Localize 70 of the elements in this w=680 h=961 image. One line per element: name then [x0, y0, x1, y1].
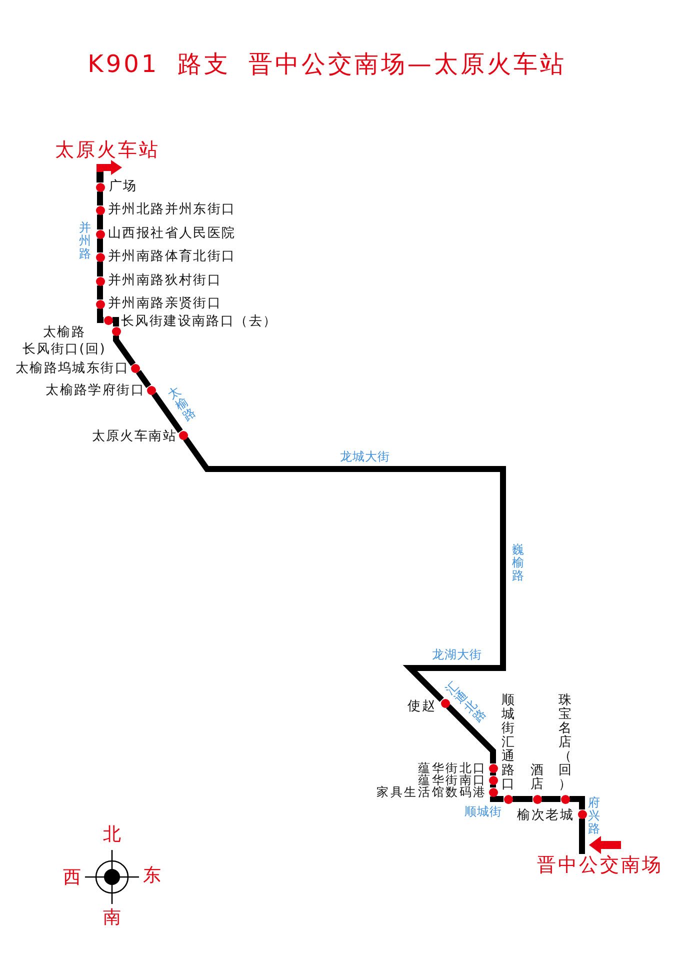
stop-name: 并州北路并州东街口	[108, 202, 236, 218]
compass-letter: 南	[103, 908, 121, 928]
title: K901 路支 晋中公交南场—太原火车站	[88, 50, 566, 78]
stop-dot	[488, 788, 498, 796]
stop-dot	[131, 364, 140, 372]
route-line	[112, 317, 119, 326]
stop-dot	[488, 764, 498, 772]
stop-name: 太榆路长风街口(回)	[22, 324, 106, 358]
stop-name: 长风街建设南路口（去）	[121, 314, 278, 330]
stop-name: 蕴华街南口	[418, 774, 487, 786]
stop-dot	[96, 252, 104, 262]
route-line	[97, 308, 104, 323]
stop-dot	[104, 316, 112, 324]
route-line	[97, 262, 103, 276]
stop-dot	[146, 386, 156, 394]
stop-name: 榆次老城	[517, 808, 574, 824]
route-line	[446, 704, 496, 764]
route-line	[97, 192, 103, 206]
street-name: 府兴路	[588, 796, 600, 836]
stop-name: 家具生活馆数码港	[376, 786, 487, 798]
stop-dot	[96, 276, 104, 286]
route-line	[570, 796, 585, 810]
stop-dot	[504, 794, 512, 804]
stop-name: 山西报社省人民医院	[108, 226, 236, 242]
stop-dot	[96, 182, 104, 192]
route-line	[97, 214, 103, 230]
stop-name: 并州南路狄村街口	[108, 273, 222, 289]
stop-dot	[112, 326, 120, 336]
stop-name: 太原火车南站	[92, 429, 177, 445]
stop-name: 广场	[109, 179, 138, 195]
route-line	[151, 392, 183, 434]
street-name: 顺城街	[464, 806, 502, 818]
stop-dot	[96, 300, 104, 308]
street-name: 龙城大街	[340, 450, 390, 464]
stop-dot	[96, 206, 104, 214]
route-line	[490, 796, 504, 802]
stop-name: 太榆路学府街口	[46, 383, 145, 399]
stop-name: 蕴华街北口	[418, 762, 487, 774]
stop-dot	[440, 698, 450, 708]
station-name: 太原火车站	[55, 139, 160, 161]
stop-name: 珠宝名店（回）	[558, 694, 572, 792]
stop-name: 并州南路亲贤街口	[108, 296, 222, 312]
stop-dot	[578, 810, 586, 818]
compass-letter: 西	[63, 868, 81, 888]
stop-name: 并州南路体育北街口	[108, 249, 236, 265]
route-line	[512, 796, 532, 802]
street-name: 巍榆路	[512, 544, 524, 582]
route-line	[113, 336, 136, 366]
stop-name: 顺城街汇通路口	[502, 694, 514, 792]
street-name: 并州路	[79, 222, 91, 260]
route-line	[579, 818, 585, 854]
route-line	[183, 436, 506, 702]
stop-dot	[178, 430, 188, 440]
street-name: 太榆路	[166, 384, 198, 424]
route-line	[97, 286, 103, 300]
route-line	[136, 370, 152, 388]
stop-name: 使赵	[408, 699, 436, 715]
stop-name: 酒店	[530, 764, 544, 792]
compass-letter: 北	[103, 825, 121, 845]
stop-dot	[488, 776, 498, 784]
stop-dot	[560, 794, 570, 804]
compass-letter: 东	[143, 866, 161, 886]
route-line	[97, 238, 103, 252]
street-name: 龙湖大街	[432, 648, 482, 662]
stop-name: 太榆路坞城东街口	[15, 361, 129, 377]
route-line	[542, 796, 560, 802]
station-name: 晋中公交南场	[537, 854, 663, 876]
street-name: 汇通北路	[443, 679, 489, 725]
stop-dot	[532, 794, 542, 804]
stop-dot	[96, 230, 104, 238]
